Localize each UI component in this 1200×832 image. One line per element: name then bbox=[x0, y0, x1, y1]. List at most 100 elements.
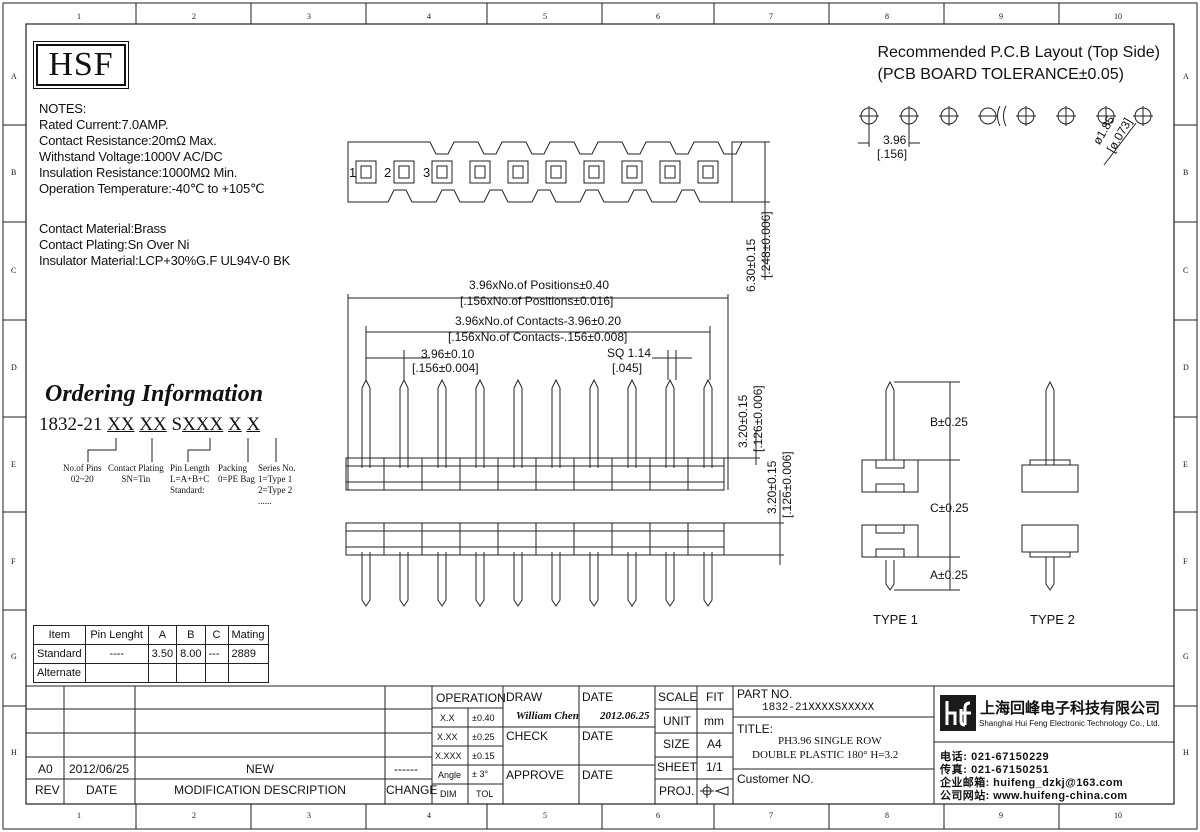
ordering-field-length: Pin Length L=A+B+C Standard: bbox=[170, 463, 210, 496]
pcb-pitch-in: [.156] bbox=[877, 147, 908, 161]
sheet-label: SHEET bbox=[657, 760, 698, 774]
ordering-leaders bbox=[87, 438, 277, 462]
zone-col-4-bottom: 4 bbox=[427, 811, 431, 820]
zone-row-d: D bbox=[11, 363, 17, 372]
tol-value: ±0.15 bbox=[472, 751, 495, 761]
ordering-prefix: 1832-21 bbox=[39, 414, 103, 435]
pin-table-cell: 8.00 bbox=[176, 644, 206, 664]
ordering-field-plating-value: SN=Tin bbox=[121, 474, 151, 484]
title-label: TITLE: bbox=[737, 722, 774, 736]
notes-block: NOTES: Rated Current:7.0AMP. Contact Res… bbox=[39, 101, 290, 269]
zone-row-c-right: C bbox=[1183, 266, 1189, 275]
zone-col-6: 6 bbox=[656, 12, 660, 21]
approve-label: APPROVE bbox=[506, 768, 565, 782]
hsf-logo: HSF bbox=[33, 41, 129, 89]
dim-label: DIM bbox=[440, 789, 457, 799]
note-insulator-material: Insulator Material:LCP+30%G.F UL94V-0 BK bbox=[39, 253, 291, 268]
zone-row-d-right: D bbox=[1183, 363, 1189, 372]
side-b-dim: B±0.25 bbox=[930, 415, 968, 429]
approve-date-label: DATE bbox=[582, 768, 614, 782]
title-line-2: DOUBLE PLASTIC 180° H=3.2 bbox=[752, 749, 899, 761]
company-name-en: Shanghai Hui Feng Electronic Technology … bbox=[979, 719, 1160, 728]
dim-sq-in: [.045] bbox=[612, 361, 643, 375]
zone-row-f-right: F bbox=[1183, 557, 1188, 566]
zone-col-8: 8 bbox=[885, 12, 889, 21]
ordering-field-series-value: 1=Type 1 bbox=[258, 474, 293, 484]
unit-value: mm bbox=[704, 714, 724, 728]
zone-row-h: H bbox=[11, 748, 17, 757]
company-name-cn: 上海回峰电子科技有限公司 bbox=[980, 700, 1161, 717]
dim-pitch-mm: 3.96±0.10 bbox=[421, 347, 475, 361]
top-view-pin-1: 1 bbox=[349, 165, 357, 180]
draw-date: 2012.06.25 bbox=[600, 710, 650, 722]
top-view-pin-2: 2 bbox=[384, 165, 392, 180]
size-value: A4 bbox=[707, 737, 722, 751]
tol-label: X.X bbox=[440, 713, 455, 723]
note-insulation-resistance: Insulation Resistance:1000MΩ Min. bbox=[39, 165, 238, 180]
pin-table-cell bbox=[227, 663, 269, 683]
zone-col-1: 1 bbox=[77, 12, 81, 21]
company-phone: 电话: 021-67150229 bbox=[940, 751, 1050, 763]
pcb-layout-subtitle: (PCB BOARD TOLERANCE±0.05) bbox=[877, 66, 1124, 83]
huifeng-logo-icon bbox=[940, 695, 976, 731]
dim-pitch-in: [.156±0.004] bbox=[412, 361, 479, 375]
check-date-label: DATE bbox=[582, 729, 614, 743]
zone-col-4: 4 bbox=[427, 12, 431, 21]
notes-header: NOTES: bbox=[39, 101, 87, 116]
ordering-code-s: S bbox=[171, 414, 183, 435]
tol-label: Angle bbox=[438, 770, 462, 780]
rev-date-header: DATE bbox=[86, 783, 118, 797]
rev-header: REV bbox=[35, 783, 60, 797]
rev-description-header: MODIFICATION DESCRIPTION bbox=[174, 783, 346, 797]
tol-value: ±0.40 bbox=[472, 713, 495, 723]
ordering-field-length-name: Pin Length bbox=[170, 463, 210, 473]
zone-col-2: 2 bbox=[192, 12, 196, 21]
ordering-code-pins: XX bbox=[107, 414, 135, 435]
zone-col-7: 7 bbox=[769, 12, 773, 21]
company-website: 公司网站: www.huifeng-china.com bbox=[940, 790, 1128, 802]
zone-row-b: B bbox=[11, 168, 17, 177]
zone-row-h-right: H bbox=[1183, 748, 1189, 757]
side-c-dim: C±0.25 bbox=[930, 501, 969, 515]
pcb-layout-title: Recommended P.C.B Layout (Top Side) bbox=[877, 44, 1160, 61]
zone-row-e: E bbox=[11, 460, 16, 469]
ordering-field-packing-value: 0=PE Bag bbox=[218, 474, 255, 484]
tol-value: ±0.25 bbox=[472, 732, 495, 742]
title-line-1: PH3.96 SINGLE ROW bbox=[778, 735, 882, 747]
part-no: 1832-21XXXXSXXXXX bbox=[762, 702, 875, 714]
draw-label: DRAW bbox=[506, 690, 543, 704]
zone-col-10-bottom: 10 bbox=[1114, 811, 1122, 820]
zone-col-9: 9 bbox=[999, 12, 1003, 21]
scale-value: FIT bbox=[706, 690, 724, 704]
note-contact-material: Contact Material:Brass bbox=[39, 221, 167, 236]
zone-row-a-right: A bbox=[1183, 72, 1189, 81]
ordering-field-series-name: Series No. bbox=[258, 463, 296, 473]
rev-description-value: NEW bbox=[246, 762, 274, 776]
dim-contacts-in: [.156xNo.of Contacts-.156±0.008] bbox=[448, 330, 628, 344]
company-fax: 传真: 021-67150251 bbox=[940, 764, 1050, 776]
ordering-field-plating-name: Contact Plating bbox=[108, 463, 164, 473]
dim-positions-mm: 3.96xNo.of Positions±0.40 bbox=[469, 278, 610, 292]
zone-col-3-bottom: 3 bbox=[307, 811, 311, 820]
ordering-field-pins-value: 02~20 bbox=[70, 474, 94, 484]
dim-contacts-mm: 3.96xNo.of Contacts-3.96±0.20 bbox=[455, 314, 622, 328]
pcb-layout-heading: Recommended P.C.B Layout (Top Side) (PCB… bbox=[830, 42, 1160, 86]
zone-row-b-right: B bbox=[1183, 168, 1189, 177]
ordering-field-pins: No.of Pins 02~20 bbox=[63, 463, 102, 485]
zone-col-8-bottom: 8 bbox=[885, 811, 889, 820]
unit-label: UNIT bbox=[663, 714, 691, 728]
pcb-pitch-mm: 3.96 bbox=[883, 133, 907, 147]
zone-row-e-right: E bbox=[1183, 460, 1188, 469]
pin-length-table: Item Pin Lenght A B C Mating Standard --… bbox=[33, 625, 269, 683]
zone-row-f: F bbox=[11, 557, 16, 566]
table-row: Alternate bbox=[33, 663, 269, 683]
check-label: CHECK bbox=[506, 729, 549, 743]
dim-positions-in: [.156xNo.of Positions±0.016] bbox=[460, 294, 614, 308]
type2-label: TYPE 2 bbox=[1030, 612, 1075, 627]
ordering-field-series-extra: 2=Type 2 bbox=[258, 485, 293, 495]
note-contact-plating: Contact Plating:Sn Over Ni bbox=[39, 237, 190, 252]
zone-col-9-bottom: 9 bbox=[999, 811, 1003, 820]
draw-date-label: DATE bbox=[582, 690, 614, 704]
ordering-field-packing: Packing 0=PE Bag bbox=[218, 463, 255, 485]
